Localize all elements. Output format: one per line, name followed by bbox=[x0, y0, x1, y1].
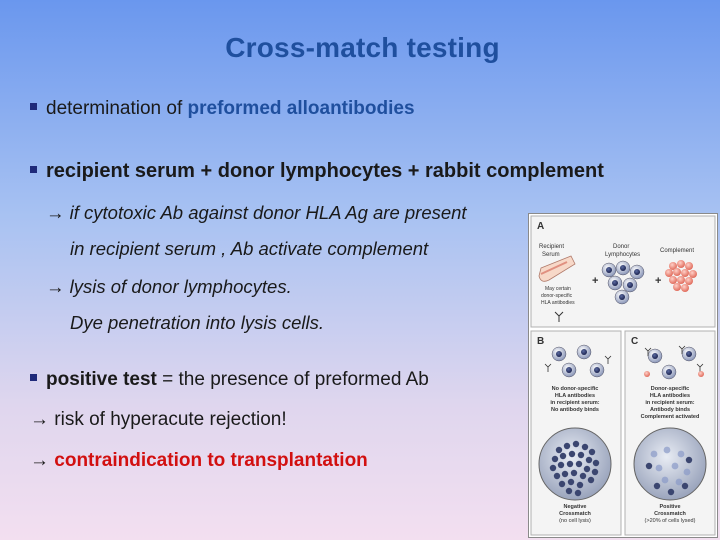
crossmatch-diagram: A Recipient Serum Donor Lymphocytes Comp… bbox=[530, 215, 716, 536]
panel-c-letter: C bbox=[631, 336, 638, 347]
test-tube-icon bbox=[538, 255, 576, 282]
arrow-line-3: → lysis of donor lymphocytes. bbox=[46, 276, 292, 297]
plus-sign-2: + bbox=[655, 275, 661, 287]
panel-b-note-2: HLA antibodies bbox=[555, 393, 595, 399]
panel-c-note-3: in recipient serum: bbox=[645, 400, 694, 406]
negative-well bbox=[538, 427, 612, 501]
contraindication-line: → contraindication to transplantation bbox=[30, 450, 368, 472]
panel-c-result-2: Crossmatch bbox=[654, 511, 686, 517]
panel-b-result-2: Crossmatch bbox=[559, 511, 591, 517]
bullet-marker bbox=[30, 103, 37, 111]
panel-b-result-3: (no cell lysis) bbox=[559, 518, 591, 524]
panel-b-note-4: No antibody binds bbox=[551, 407, 599, 413]
arrow-line-4: Dye penetration into lysis cells. bbox=[70, 312, 324, 333]
bullet1-highlight: preformed alloantibodies bbox=[187, 98, 415, 119]
bullet-marker bbox=[30, 374, 37, 382]
positive-well bbox=[633, 427, 707, 501]
arrow-line-2: in recipient serum , Ab activate complem… bbox=[70, 238, 429, 259]
bullet-positive-test: positive test = the presence of preforme… bbox=[30, 369, 429, 391]
antibody-note-2: donor-specific bbox=[541, 293, 573, 299]
panel-a-letter: A bbox=[537, 221, 544, 232]
panel-c-cells bbox=[644, 345, 704, 380]
panel-c-result-3: (>20% of cells lysed) bbox=[645, 518, 696, 524]
panel-c-note-2: HLA antibodies bbox=[650, 393, 690, 399]
panel-c-result-1: Positive bbox=[659, 504, 680, 510]
bullet-marker bbox=[30, 166, 37, 174]
recipient-serum-label-2: Serum bbox=[542, 252, 560, 258]
panel-b-note-1: No donor-specific bbox=[552, 386, 599, 392]
slide-title: Cross-match testing bbox=[225, 32, 500, 63]
panel-b-cells bbox=[544, 344, 612, 378]
arrow-line-1: → if cytotoxic Ab against donor HLA Ag a… bbox=[46, 202, 467, 223]
risk-line: → risk of hyperacute rejection! bbox=[30, 409, 287, 430]
antibody-note-1: May certain bbox=[545, 286, 571, 292]
bullet3-bold: positive test bbox=[46, 369, 157, 390]
bullet1-prefix: determination of bbox=[46, 98, 188, 119]
bullet-preformed-alloantibodies: determination of preformed alloantibodie… bbox=[30, 98, 415, 120]
complement-label: Complement bbox=[660, 248, 694, 254]
antibody-note-3: HLA antibodies bbox=[541, 300, 575, 306]
bullet3-rest: = the presence of preformed Ab bbox=[156, 369, 429, 390]
complement-cluster bbox=[665, 260, 697, 292]
panel-b-result-1: Negative bbox=[564, 504, 587, 510]
contra-text: contraindication to transplantation bbox=[54, 450, 368, 471]
donor-lymphocytes-label-2: Lymphocytes bbox=[605, 252, 640, 258]
panel-b-letter: B bbox=[537, 336, 544, 347]
antibody-icon bbox=[554, 311, 564, 322]
donor-lymphocytes-label-1: Donor bbox=[613, 244, 629, 250]
donor-lymphocytes-cluster bbox=[601, 260, 645, 305]
bullet-recipient-serum: recipient serum + donor lymphocytes + ra… bbox=[30, 160, 604, 183]
panel-c-note-1: Donor-specific bbox=[651, 386, 690, 392]
panel-b-note-3: in recipient serum: bbox=[550, 400, 599, 406]
recipient-serum-label-1: Recipient bbox=[539, 244, 564, 250]
bullet2-text: recipient serum + donor lymphocytes + ra… bbox=[46, 160, 604, 182]
contra-arrow: → bbox=[30, 450, 55, 471]
panel-c-note-5: Complement activated bbox=[641, 414, 700, 420]
crossmatch-figure: A Recipient Serum Donor Lymphocytes Comp… bbox=[528, 213, 718, 538]
plus-sign-1: + bbox=[592, 275, 598, 287]
panel-c-note-4: Antibody binds bbox=[650, 407, 690, 413]
